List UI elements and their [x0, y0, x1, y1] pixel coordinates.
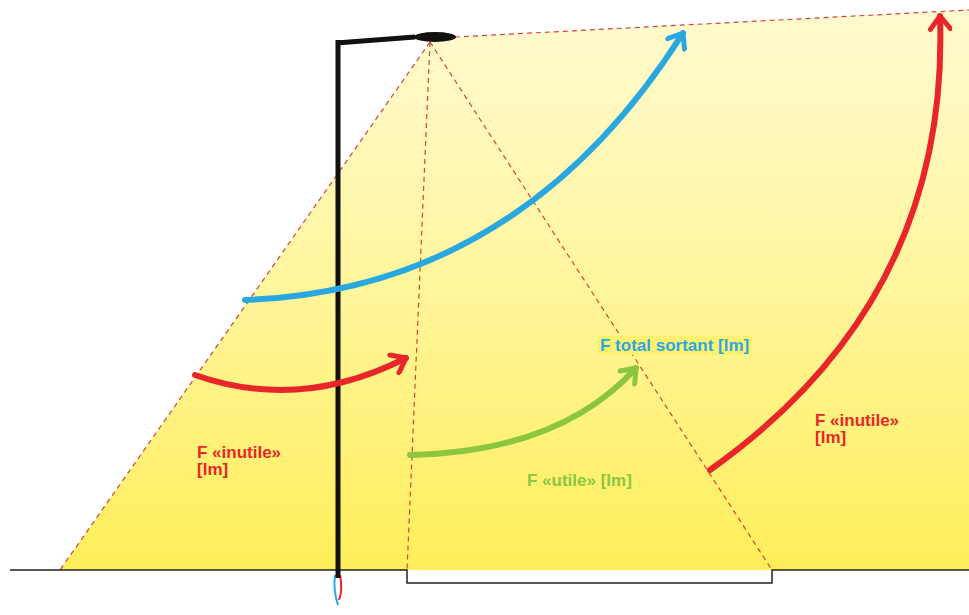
flux-arrow	[710, 16, 940, 470]
flux-label: F «inutile» [lm]	[815, 412, 927, 446]
flux-label: F «utile» [lm]	[527, 472, 687, 489]
ground-line	[10, 570, 969, 583]
flux-arrow	[410, 368, 636, 455]
flux-arrow	[245, 33, 683, 300]
flux-arrow	[195, 358, 406, 390]
lamp-pole	[336, 40, 341, 578]
lamp-head	[414, 32, 456, 42]
beam-limit	[455, 10, 969, 37]
flux-label: F total sortant [lm]	[597, 336, 752, 355]
beam-limit	[60, 42, 430, 570]
light-area	[60, 10, 969, 570]
beam-limit	[430, 42, 772, 570]
flux-label: F «inutile» [lm]	[197, 444, 309, 478]
beam-limit	[407, 42, 430, 570]
cable	[334, 575, 338, 605]
lamp-arm	[336, 37, 415, 43]
cable	[339, 575, 341, 600]
